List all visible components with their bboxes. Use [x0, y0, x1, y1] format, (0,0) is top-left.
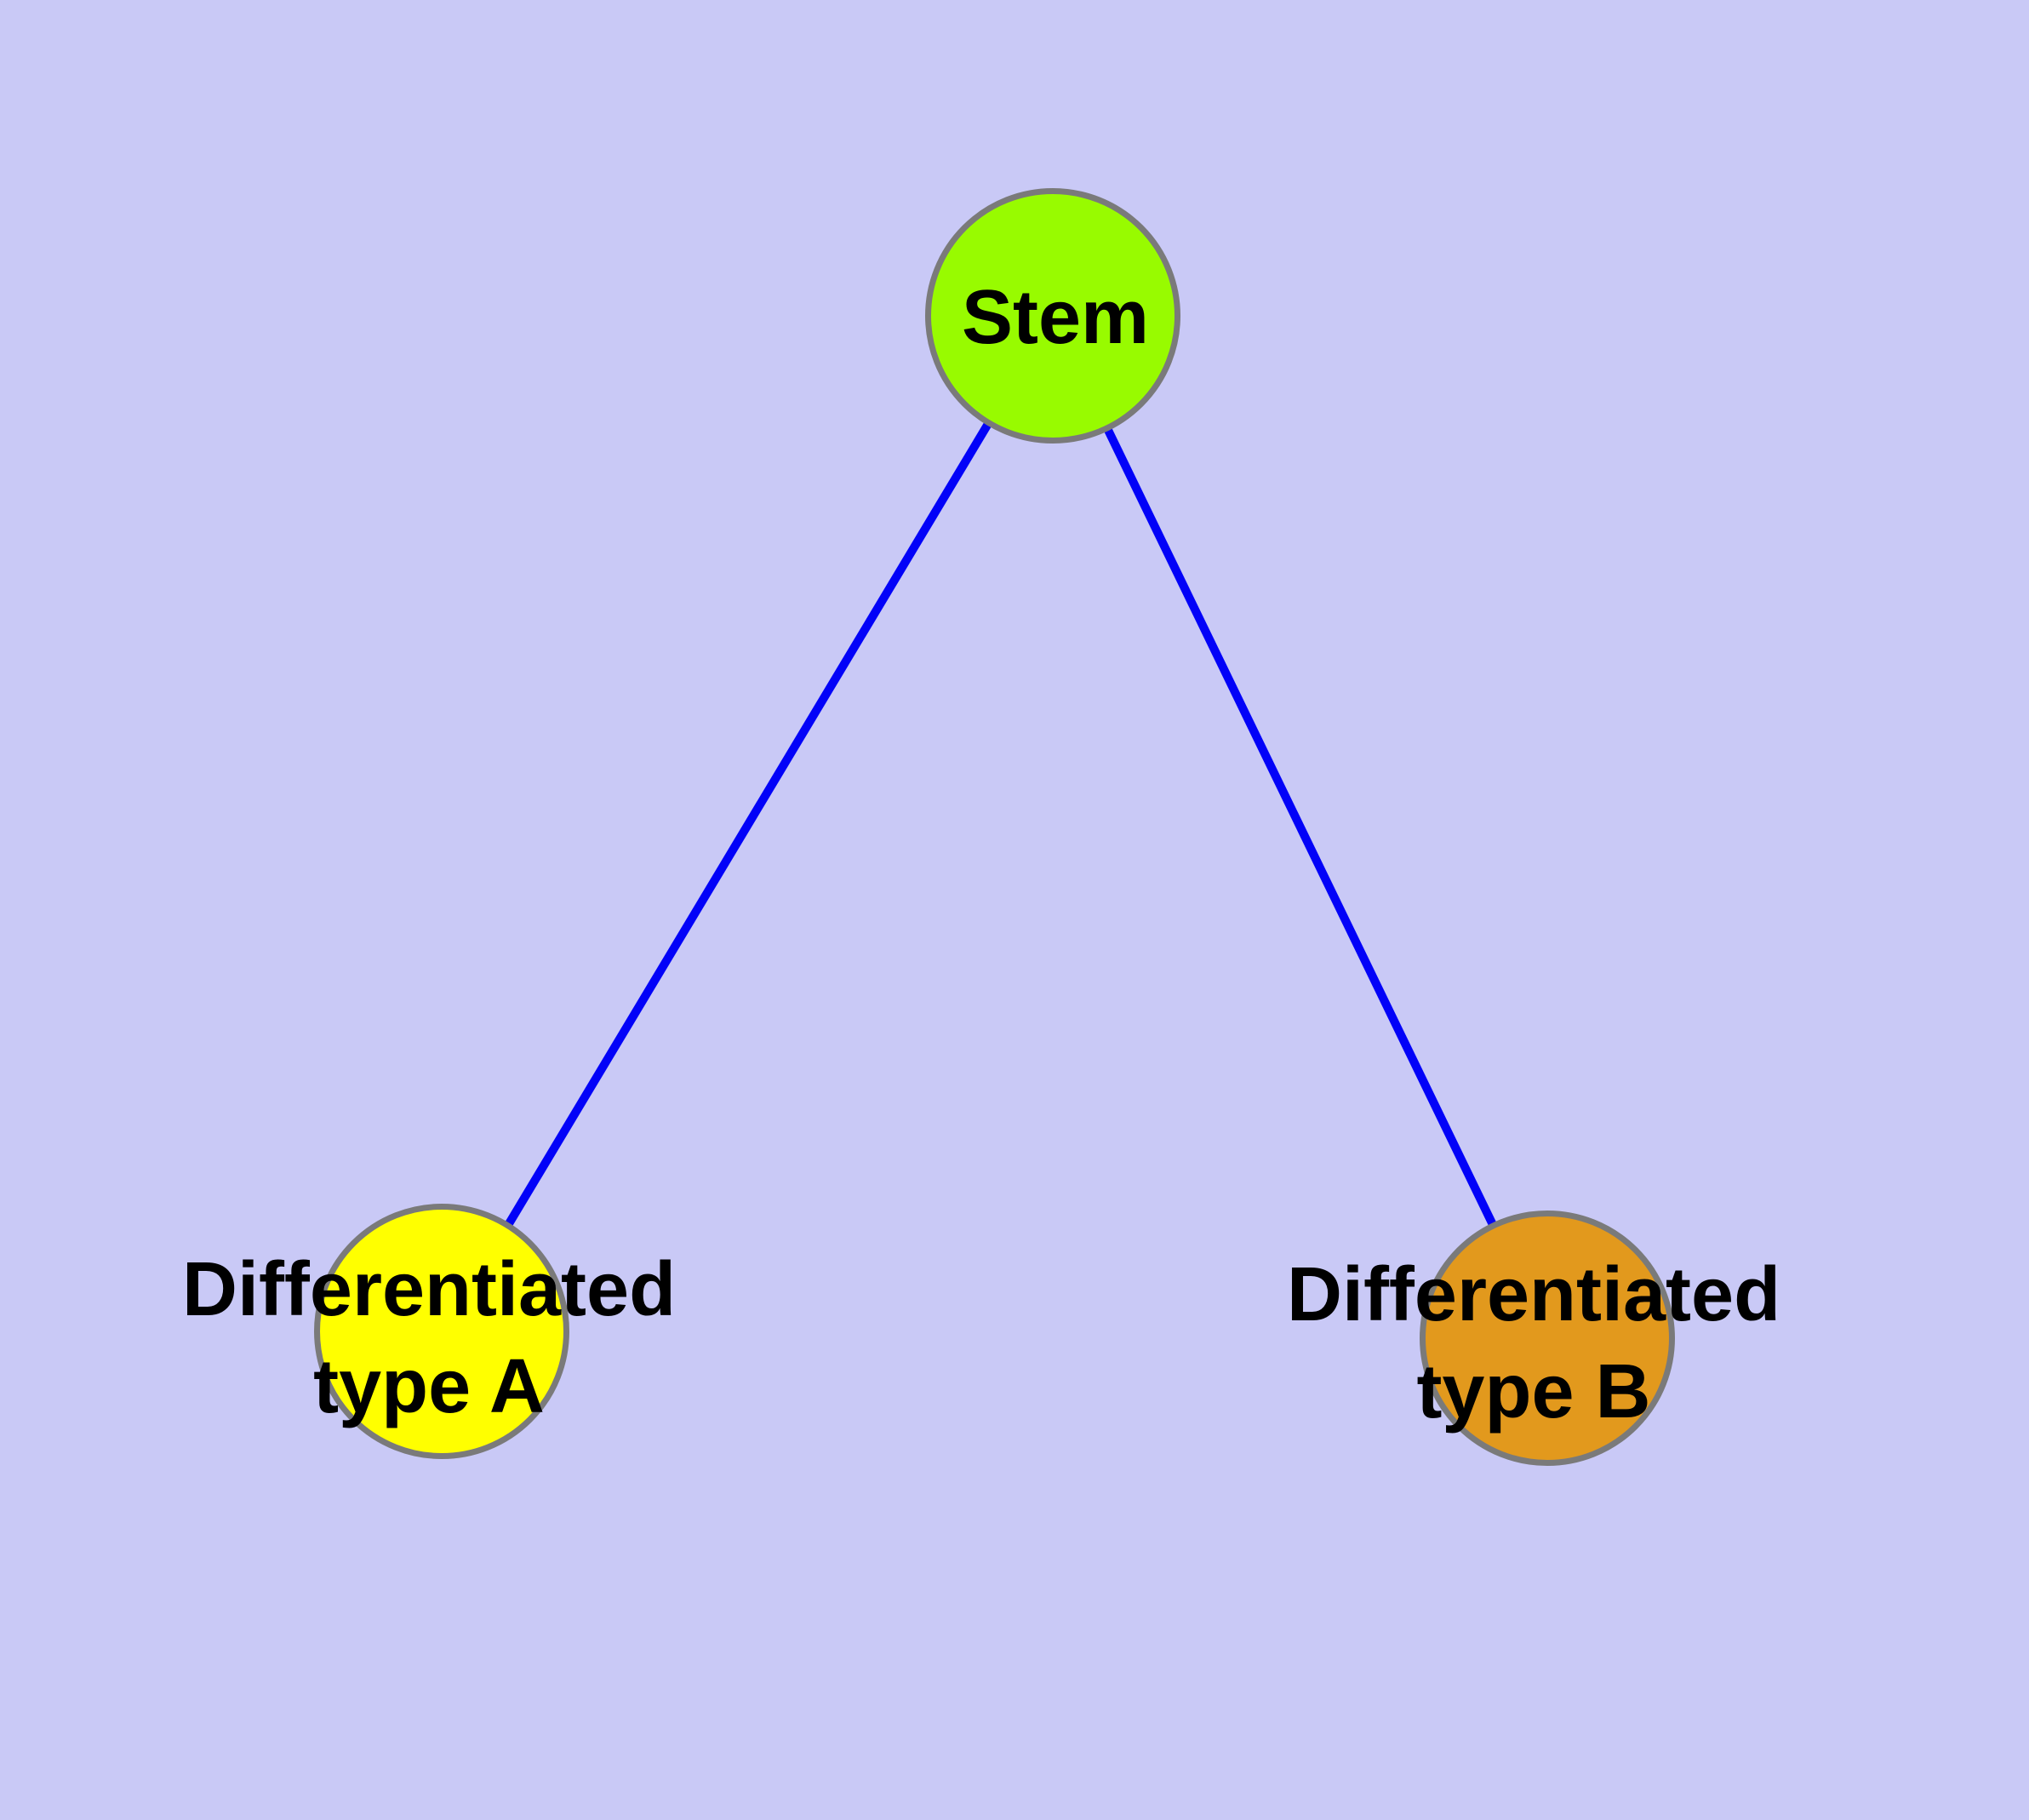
node-label-text: Stem	[961, 275, 1150, 360]
node-label-stem: Stem	[962, 269, 1149, 366]
node-label-differentiated-type-a: Differentiated type A	[182, 1241, 676, 1435]
node-differentiated-type-b	[1420, 1210, 1675, 1466]
node-stem	[925, 188, 1180, 444]
node-label-text-line1: Differentiated	[181, 1247, 677, 1332]
node-label-text-line1: Differentiated	[1286, 1252, 1781, 1337]
edge-stem-to-type-b	[1049, 313, 1552, 1342]
node-label-differentiated-type-b: Differentiated type B	[1287, 1246, 1780, 1440]
edge-stem-to-type-a	[439, 313, 1057, 1336]
node-label-text-line2: type A	[313, 1344, 545, 1429]
node-differentiated-type-a	[314, 1204, 569, 1459]
node-label-text-line2: type B	[1416, 1349, 1651, 1434]
